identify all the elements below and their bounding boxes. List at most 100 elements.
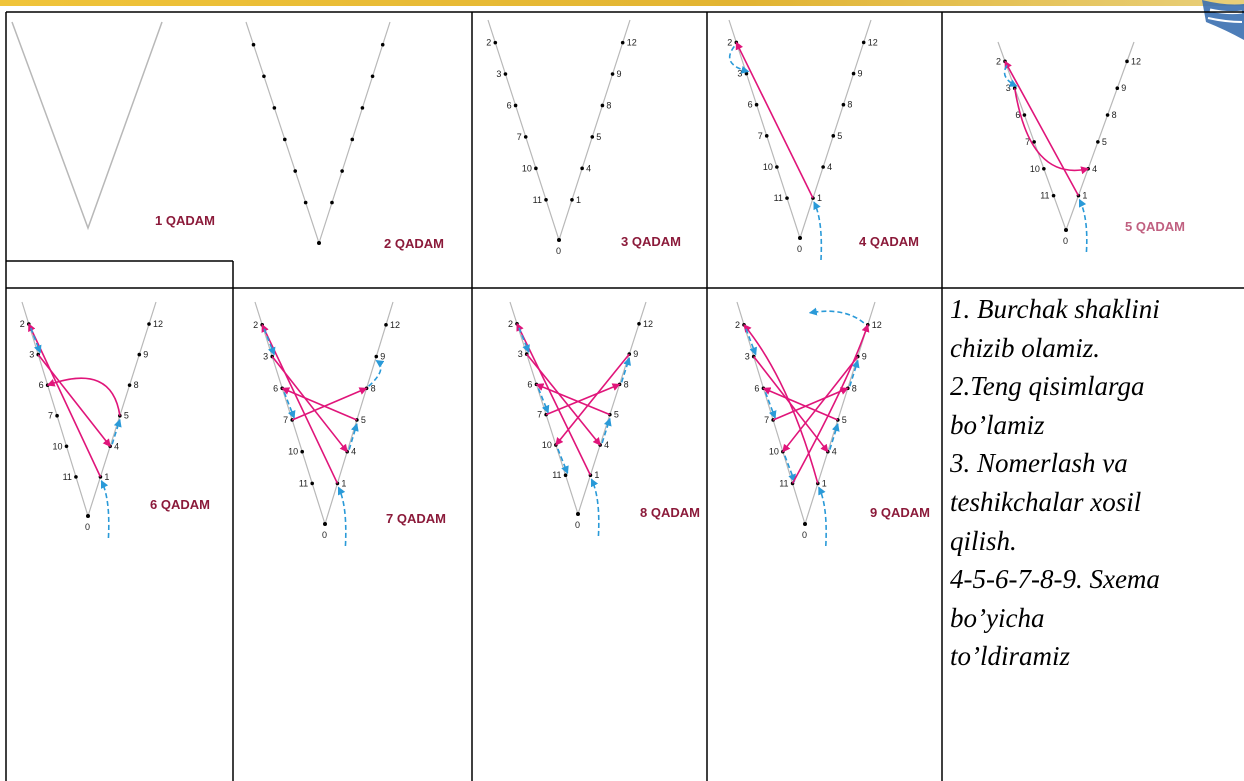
- instruction-line: qilish.: [950, 525, 1017, 556]
- front-thread-arrow: [291, 387, 368, 421]
- point-number: 6: [527, 379, 532, 389]
- hole-dot: [513, 103, 518, 108]
- point-number: 10: [542, 440, 552, 450]
- hole-dot: [127, 383, 132, 387]
- point-number: 10: [522, 163, 532, 173]
- point-number: 9: [143, 350, 148, 360]
- point-number: 1: [341, 478, 346, 488]
- instruction-line: teshikchalar xosil: [950, 486, 1142, 517]
- vertex-dot: [557, 238, 561, 242]
- point-number: 7: [517, 132, 522, 142]
- back-thread-arrow: [283, 391, 296, 419]
- hole-dot: [64, 444, 69, 449]
- back-thread-arrow: [620, 357, 631, 383]
- hole-dot: [303, 200, 308, 205]
- point-number: 12: [1131, 56, 1141, 66]
- point-number: 2: [20, 319, 25, 329]
- back-thread-arrow: [111, 418, 122, 445]
- point-number: 8: [134, 380, 139, 390]
- hole-dot: [251, 42, 256, 47]
- point-number: 7: [758, 131, 763, 141]
- angle-lines: [254, 301, 394, 527]
- back-thread-arrow: [518, 327, 530, 354]
- front-thread-arrow: [782, 356, 859, 453]
- vertex-dot: [798, 236, 802, 240]
- point-number: 12: [153, 319, 163, 329]
- point-number: 5: [1102, 137, 1107, 147]
- hole-dot: [310, 481, 314, 486]
- hole-dot: [620, 40, 625, 45]
- point-number: 2: [486, 38, 491, 48]
- point-number: 6: [39, 380, 44, 390]
- back-thread-arrow: [813, 201, 823, 261]
- step-4-label: 4 QADAM: [859, 234, 919, 249]
- point-number: 5: [361, 415, 366, 425]
- hole-dot: [262, 74, 266, 79]
- hole-dot: [384, 323, 388, 327]
- back-thread-arrow: [590, 478, 600, 537]
- angle-lines: [736, 301, 876, 527]
- point-number: 7: [1025, 137, 1030, 147]
- back-thread-arrow: [263, 328, 276, 356]
- point-number: 6: [507, 100, 512, 110]
- hole-dot: [544, 197, 548, 202]
- point-number: 11: [774, 193, 783, 203]
- hole-dot: [282, 137, 287, 142]
- step-9-label: 9 QADAM: [870, 505, 930, 520]
- vertex-dot: [1064, 228, 1068, 232]
- point-number: 4: [351, 447, 356, 457]
- vertex-dot: [86, 514, 90, 518]
- hole-dot: [744, 71, 749, 76]
- front-thread-arrow: [261, 323, 339, 484]
- point-number: 4: [827, 162, 832, 172]
- vertex-dot: [803, 522, 807, 526]
- point-number: 8: [624, 379, 629, 389]
- hole-dot: [493, 40, 498, 45]
- back-thread-arrow: [784, 455, 796, 483]
- front-thread-arrow: [271, 356, 348, 453]
- point-number: 1: [817, 193, 822, 203]
- point-number: 2: [735, 320, 740, 330]
- hole-dot: [1105, 113, 1110, 117]
- hole-dot: [580, 166, 584, 171]
- back-thread-arrow: [537, 388, 550, 414]
- point-number: 11: [779, 478, 788, 488]
- step-2-label: 2 QADAM: [384, 236, 444, 251]
- back-thread-arrow: [337, 486, 347, 547]
- hole-dot: [1125, 59, 1129, 64]
- point-number: 7: [537, 410, 542, 420]
- point-number: 9: [380, 352, 385, 362]
- point-number: 5: [596, 132, 601, 142]
- front-thread-arrow: [743, 324, 819, 484]
- point-number: 9: [617, 69, 622, 79]
- point-number: 3: [745, 352, 750, 362]
- hole-dot: [600, 103, 605, 108]
- back-thread-arrow: [808, 307, 865, 324]
- step-5-label: 5 QADAM: [1125, 219, 1185, 234]
- point-number: 6: [1015, 110, 1020, 120]
- point-number: 12: [390, 320, 400, 330]
- hole-dot: [55, 413, 59, 418]
- point-number: 2: [508, 319, 513, 329]
- hole-dot: [1032, 140, 1036, 144]
- point-number: 1: [594, 470, 599, 480]
- back-thread-arrow: [368, 359, 385, 387]
- front-thread-arrow: [735, 41, 814, 199]
- back-thread-arrow: [557, 448, 569, 475]
- point-number: 10: [288, 447, 298, 457]
- vertex-number: 0: [797, 244, 802, 254]
- point-number: 6: [273, 383, 278, 393]
- point-number: 10: [763, 162, 773, 172]
- instruction-line: 4-5-6-7-8-9. Sxema: [950, 564, 1160, 595]
- angle-lines: [509, 301, 647, 516]
- back-thread-arrow: [100, 479, 110, 539]
- point-number: 4: [114, 441, 119, 451]
- front-thread-arrow: [772, 387, 849, 421]
- back-thread-arrow: [348, 423, 359, 450]
- vertex-number: 0: [556, 246, 561, 256]
- angle-lines: [21, 301, 157, 519]
- front-thread-arrow: [1004, 60, 1080, 197]
